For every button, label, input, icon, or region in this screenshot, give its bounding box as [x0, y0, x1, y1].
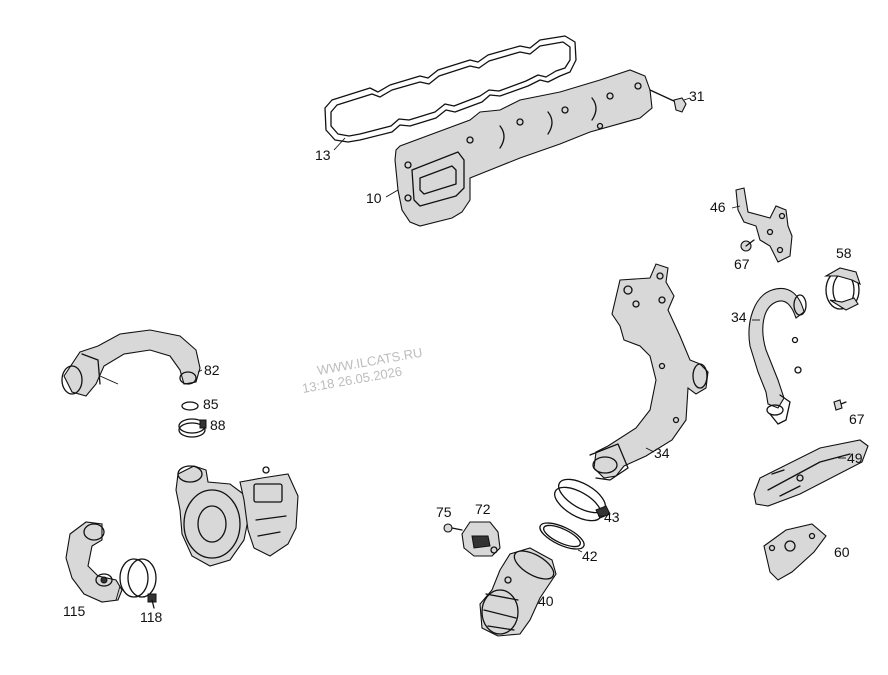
part-67-bolt-upper[interactable]: [740, 239, 755, 252]
callout-49[interactable]: 49: [847, 450, 863, 466]
part-13-gasket[interactable]: [324, 35, 577, 143]
part-118-clamp[interactable]: [119, 558, 157, 609]
part-72-actuator[interactable]: [461, 521, 501, 557]
part-34-pipe-center[interactable]: [589, 263, 709, 481]
callout-13[interactable]: 13: [315, 147, 331, 163]
callout-72[interactable]: 72: [475, 501, 491, 517]
callout-58[interactable]: 58: [836, 245, 852, 261]
part-82-pipe-left[interactable]: [61, 329, 201, 397]
callout-82[interactable]: 82: [204, 362, 220, 378]
part-40-exhaust-brake[interactable]: [479, 545, 558, 637]
callout-75[interactable]: 75: [436, 504, 452, 520]
callout-34-right[interactable]: 34: [731, 309, 747, 325]
callout-88[interactable]: 88: [210, 417, 226, 433]
part-43-clamp[interactable]: [549, 473, 611, 528]
part-67-bolt-lower[interactable]: [833, 399, 847, 411]
part-34-pipe-right[interactable]: [748, 288, 807, 425]
turbocharger[interactable]: [175, 465, 299, 567]
part-10-manifold[interactable]: [394, 69, 653, 227]
part-115-elbow[interactable]: [65, 521, 123, 603]
part-85-oring[interactable]: [181, 401, 199, 411]
part-75-screw[interactable]: [443, 523, 463, 533]
part-46-bracket[interactable]: [735, 187, 793, 263]
callout-67-upper[interactable]: 67: [734, 256, 750, 272]
callout-10[interactable]: 10: [366, 190, 382, 206]
callout-34-center[interactable]: 34: [654, 445, 670, 461]
part-60-plate[interactable]: [763, 523, 827, 581]
callout-60[interactable]: 60: [834, 544, 850, 560]
watermark: WWW.ILCATS.RU 13:18 26.05.2026: [301, 345, 424, 396]
callout-42[interactable]: 42: [582, 548, 598, 564]
callout-46[interactable]: 46: [710, 199, 726, 215]
callout-43[interactable]: 43: [604, 509, 620, 525]
part-88-clamp[interactable]: [178, 418, 207, 438]
part-49-heat-shield[interactable]: [753, 439, 869, 507]
callouts: 13 10 31 46 67 58 34 67 49 60 34 82 85 8…: [63, 88, 865, 625]
callout-85[interactable]: 85: [203, 396, 219, 412]
part-58-clamp[interactable]: [823, 267, 861, 311]
callout-115[interactable]: 115: [63, 603, 86, 619]
callout-67-lower[interactable]: 67: [849, 411, 865, 427]
callout-118[interactable]: 118: [140, 609, 163, 625]
callout-40[interactable]: 40: [538, 593, 554, 609]
callout-31[interactable]: 31: [689, 88, 705, 104]
part-31-bolt[interactable]: [649, 89, 687, 113]
part-42-seal[interactable]: [536, 518, 587, 555]
